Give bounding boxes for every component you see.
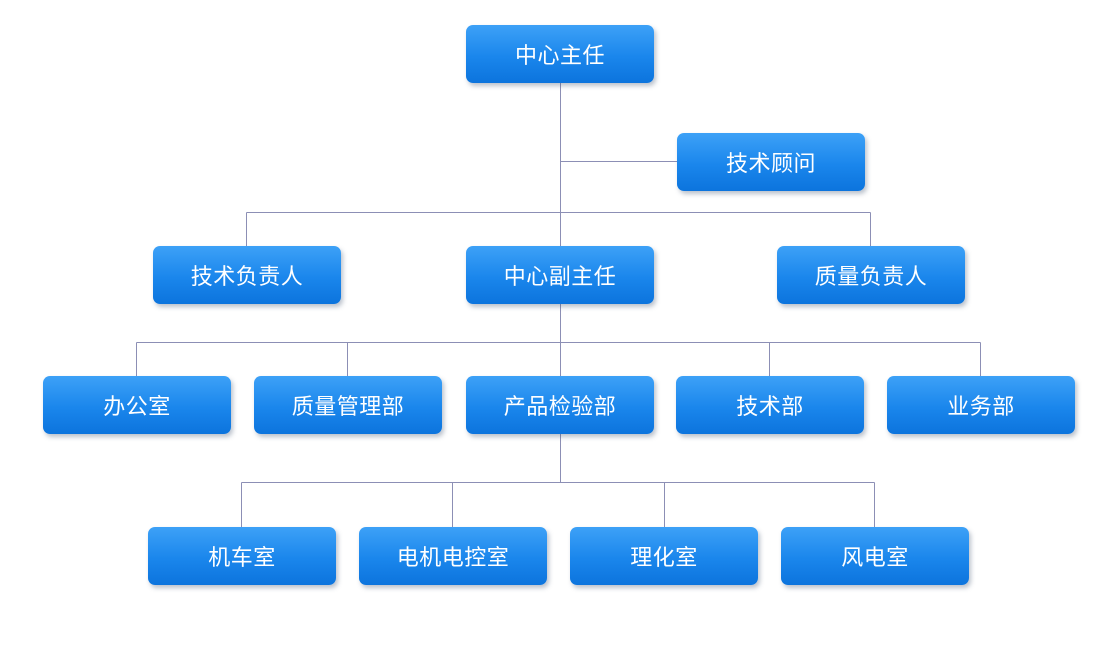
node-wind-power-room-label: 风电室 [841, 546, 909, 571]
node-tech-lead[interactable]: 技术负责人 [153, 246, 341, 304]
node-physchem-room-label: 理化室 [630, 546, 698, 571]
node-director[interactable]: 中心主任 [466, 25, 654, 83]
node-locomotive-room-label: 机车室 [208, 546, 276, 571]
node-office-label: 办公室 [103, 395, 171, 420]
node-deputy-director-label: 中心副主任 [503, 265, 617, 290]
node-quality-mgmt[interactable]: 质量管理部 [254, 376, 442, 434]
node-quality-lead-label: 质量负责人 [814, 265, 928, 290]
node-tech-lead-label: 技术负责人 [190, 265, 304, 290]
node-tech-advisor[interactable]: 技术顾问 [677, 133, 865, 191]
node-director-label: 中心主任 [514, 44, 605, 69]
node-tech-dept[interactable]: 技术部 [676, 376, 864, 434]
node-motor-control-room-label: 电机电控室 [396, 546, 510, 571]
node-product-inspection-label: 产品检验部 [503, 395, 617, 420]
node-product-inspection[interactable]: 产品检验部 [466, 376, 654, 434]
node-tech-advisor-label: 技术顾问 [725, 152, 816, 177]
node-locomotive-room[interactable]: 机车室 [148, 527, 336, 585]
node-tech-dept-label: 技术部 [736, 395, 804, 420]
node-deputy-director[interactable]: 中心副主任 [466, 246, 654, 304]
node-business-dept[interactable]: 业务部 [887, 376, 1075, 434]
node-quality-mgmt-label: 质量管理部 [291, 395, 405, 420]
node-physchem-room[interactable]: 理化室 [570, 527, 758, 585]
node-business-dept-label: 业务部 [947, 395, 1015, 420]
node-office[interactable]: 办公室 [43, 376, 231, 434]
node-wind-power-room[interactable]: 风电室 [781, 527, 969, 585]
node-quality-lead[interactable]: 质量负责人 [777, 246, 965, 304]
node-motor-control-room[interactable]: 电机电控室 [359, 527, 547, 585]
